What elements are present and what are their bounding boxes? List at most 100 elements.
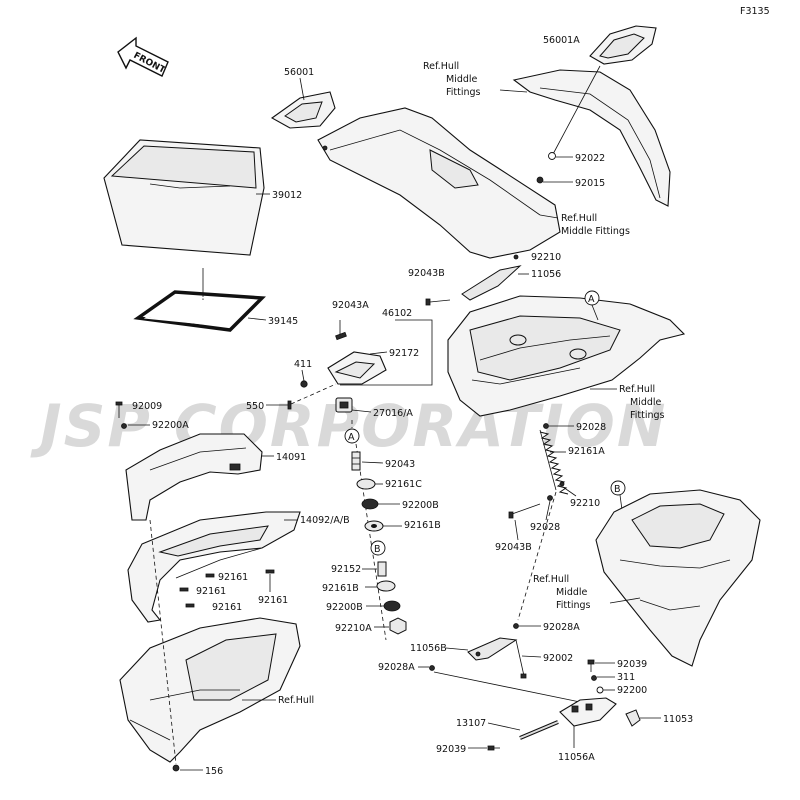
clip-92161-2-icon [179,587,189,592]
ref-hull-middle-right-2: Middle Fittings [561,226,630,237]
label-92161-2: 92161 [196,586,226,597]
label-14091: 14091 [276,452,306,463]
part-411-icon [300,380,308,388]
label-11056: 11056 [531,269,561,280]
part-56001-icon [270,91,336,129]
ref-hull-middle-top-1: Ref.Hull [423,61,459,72]
part-550-icon [287,400,292,410]
washer-92161c-icon [356,478,376,490]
label-56001a: 56001A [543,35,580,46]
clip-92161-3-icon [185,603,195,608]
ref-hull-middle-top-2: Middle [446,74,478,85]
label-46102: 46102 [382,308,412,319]
bolt-92043b-top-icon [425,298,451,306]
washer-92161b-bot-icon [376,580,396,592]
label-39012: 39012 [272,190,302,201]
bolt-92039-left-icon [487,745,500,751]
rear-hull-part [595,489,761,667]
clip-27016-part [335,397,353,413]
callout-b-center [370,540,386,556]
label-92028a-right: 92028A [543,622,580,633]
label-92200b-bot: 92200B [326,602,363,613]
label-92172: 92172 [389,348,419,359]
label-92200b-top: 92200B [402,500,439,511]
clip-92161-4-icon [265,569,275,574]
ref-hull: Ref.Hull [278,695,314,706]
label-14092: 14092/A/B [300,515,350,526]
label-11056a: 11056A [558,752,595,763]
label-92161-4: 92161 [258,595,288,606]
label-92022: 92022 [575,153,605,164]
storage-bin-part [103,139,265,256]
label-11053: 11053 [663,714,693,725]
label-13107: 13107 [456,718,486,729]
label-92039-left: 92039 [436,744,466,755]
washer-92200b-bot-icon [383,600,401,612]
label-311: 311 [617,672,635,683]
label-92039-right: 92039 [617,659,647,670]
callout-a-center-label: A [348,432,355,443]
label-92161b-top: 92161B [404,520,441,531]
label-92043b-mid: 92043B [495,542,532,553]
hull-front-part [119,617,301,763]
bolt-92043b-mid-icon [508,503,541,519]
bracket-11056-part [461,265,522,301]
label-92161b-bot: 92161B [322,583,359,594]
part-56001a-icon [589,25,657,65]
label-92009: 92009 [132,401,162,412]
label-92043: 92043 [385,459,415,470]
gasket-part [133,290,266,332]
label-56001: 56001 [284,67,314,78]
rod-13107-icon [519,720,559,740]
washer-92200a-icon [121,423,127,429]
label-550: 550 [246,401,264,412]
callout-a-center [344,428,360,444]
label-92015: 92015 [575,178,605,189]
callout-b-center-label: B [374,544,381,555]
label-92161-3: 92161 [212,602,242,613]
front-arrow-icon: FRONT [117,36,169,77]
label-92161c: 92161C [385,479,422,490]
cap-11053-icon [625,709,641,727]
bolt-92043-icon [351,451,361,471]
label-92002: 92002 [543,653,573,664]
label-92043a: 92043A [332,300,369,311]
label-92161-1: 92161 [218,572,248,583]
label-92152: 92152 [331,564,361,575]
bolt-92039-right-icon [587,659,595,672]
ref-hull-middle-b-1: Ref.Hull [533,574,569,585]
middle-fitting-cover [317,107,561,259]
callout-a-frame-label: A [588,294,595,305]
label-92043b-top: 92043B [408,268,445,279]
callout-b-right-label: B [614,484,621,495]
label-27016a: 27016/A [373,408,413,419]
bracket-46102-part [327,331,387,385]
ref-hull-middle-right-1: Ref.Hull [561,213,597,224]
part-92015-icon [536,176,544,184]
callout-b-right [610,480,626,496]
latch-11056a-part [559,697,617,727]
bolt-92009-icon [115,401,123,418]
clip-92161-1-icon [205,573,215,578]
rod-92002-icon [515,639,527,679]
label-411: 411 [294,359,312,370]
hood-14092-part [127,511,301,623]
ref-hull-middle-mid-3: Fittings [630,410,665,421]
washer-92200b-top-icon [361,498,379,510]
part-92022-icon [548,152,556,160]
label-92210a: 92210A [335,623,372,634]
ref-hull-middle-mid-1: Ref.Hull [619,384,655,395]
ref-hull-middle-mid-2: Middle [630,397,662,408]
nut-92210a-icon [389,617,407,635]
hood-14091-part [125,433,263,521]
collar-92152-icon [377,561,387,577]
label-92210-top: 92210 [531,252,561,263]
ref-hull-middle-b-3: Fittings [556,600,591,611]
label-92210-mid: 92210 [570,498,600,509]
label-92200: 92200 [617,685,647,696]
latch-11056b-part [467,637,518,661]
label-92161a: 92161A [568,446,605,457]
label-92028-top: 92028 [576,422,606,433]
ref-hull-middle-b-2: Middle [556,587,588,598]
